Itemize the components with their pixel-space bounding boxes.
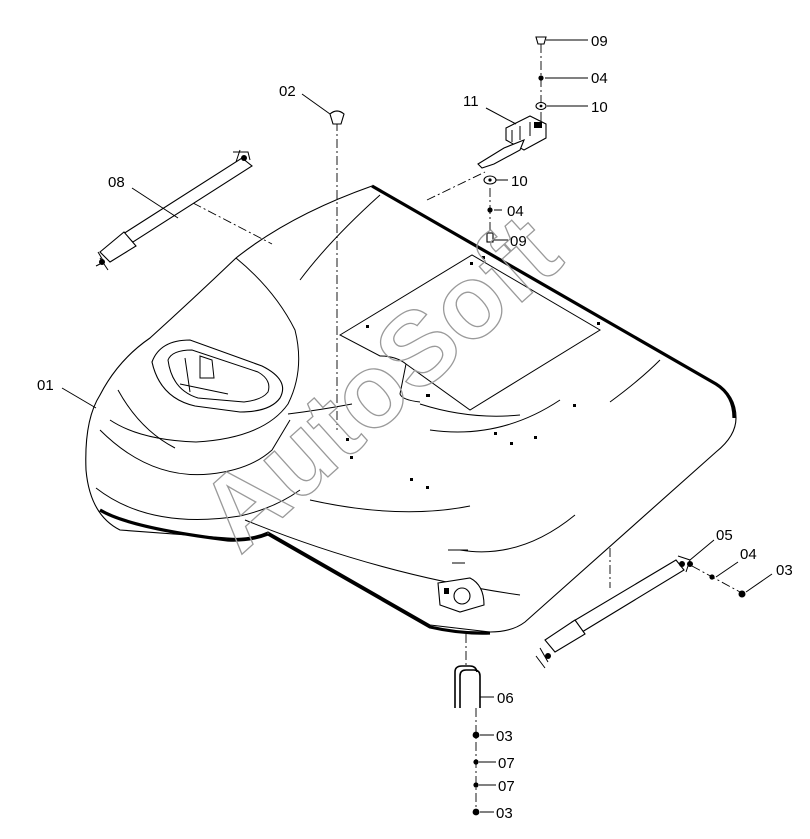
callout-09: 09 xyxy=(591,33,608,50)
callout-03: 03 xyxy=(776,562,793,579)
engine-cover xyxy=(85,184,737,635)
hinge-bracket xyxy=(477,115,547,169)
callout-11: 11 xyxy=(463,93,479,110)
callout-07: 07 xyxy=(498,755,515,772)
callout-02: 02 xyxy=(279,83,296,100)
callout-10: 10 xyxy=(591,99,608,116)
callout-03: 03 xyxy=(496,805,513,822)
callout-06: 06 xyxy=(497,690,514,707)
callout-03: 03 xyxy=(496,728,513,745)
callout-04: 04 xyxy=(740,546,757,563)
callout-05: 05 xyxy=(716,527,733,544)
callout-09: 09 xyxy=(510,233,527,250)
callout-01: 01 xyxy=(37,377,54,394)
callout-04: 04 xyxy=(507,203,524,220)
callout-labels: 01 02 03 03 03 04 04 04 05 06 07 07 08 0… xyxy=(37,33,793,822)
gas-strut-lower xyxy=(535,555,691,669)
callout-04: 04 xyxy=(591,70,608,87)
leader-lines xyxy=(61,39,773,813)
gas-strut-upper xyxy=(95,149,253,271)
callout-08: 08 xyxy=(108,174,125,191)
callout-07: 07 xyxy=(498,778,515,795)
hardware xyxy=(329,36,746,816)
callout-10: 10 xyxy=(511,173,528,190)
